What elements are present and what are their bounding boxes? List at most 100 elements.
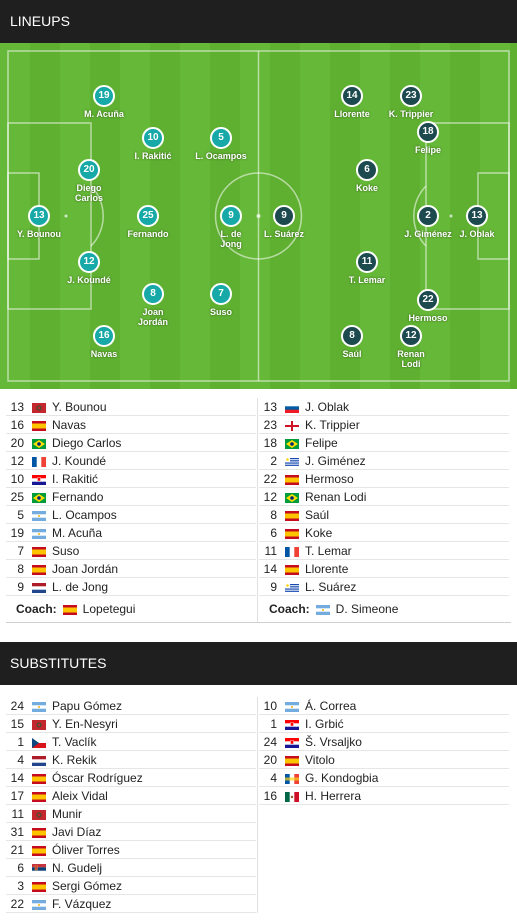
shirt-number: 23 [263,417,277,432]
player-name: Fernando [52,489,104,504]
player-name: Y. En-Nesyri [52,716,118,731]
shirt-number: 21 [10,842,24,857]
croatia-flag-icon [32,474,46,485]
pitch-player-name: Suso [209,307,232,317]
player-name: Vitolo [305,752,335,767]
shirt-number: 5 [17,507,24,522]
spain-flag-icon [62,604,77,615]
shirt-number: 9 [270,579,277,594]
player-row[interactable]: 9 L. Suárez [259,578,509,596]
pitch-player-name: I. Rakitić [134,151,172,161]
shirt-number-badge: 19 [93,85,115,107]
shirt-number-badge: 12 [78,251,100,273]
argentina-flag-icon [285,701,299,712]
shirt-number: 18 [263,435,277,450]
pitch-player-name: Navas [90,349,118,359]
shirt-number: 8 [17,561,24,576]
shirt-number: 13 [10,399,24,414]
player-name: I. Grbić [305,716,344,731]
mexico-flag-icon [285,791,299,802]
shirt-number-badge: 8 [142,283,164,305]
shirt-number: 2 [270,453,277,468]
shirt-number-badge: 7 [210,283,232,305]
spain-flag-icon [32,420,46,431]
coach-label: Coach: [16,602,57,616]
coach-row[interactable]: Coach:D. Simeone [259,596,509,622]
player-name: L. Suárez [305,579,357,594]
shirt-number: 17 [10,788,24,803]
pitch-player-name: J. Oblak [459,229,495,239]
shirt-number: 14 [10,770,24,785]
coach-row[interactable]: Coach:Lopetegui [6,596,256,622]
player-row[interactable]: 13 Y. Bounou [6,398,256,416]
player-name: Y. Bounou [52,399,107,414]
substitutes-header: SUBSTITUTES [0,642,517,685]
shirt-number-badge: 23 [400,85,422,107]
england-flag-icon [284,420,300,431]
morocco-flag-icon [32,402,46,413]
